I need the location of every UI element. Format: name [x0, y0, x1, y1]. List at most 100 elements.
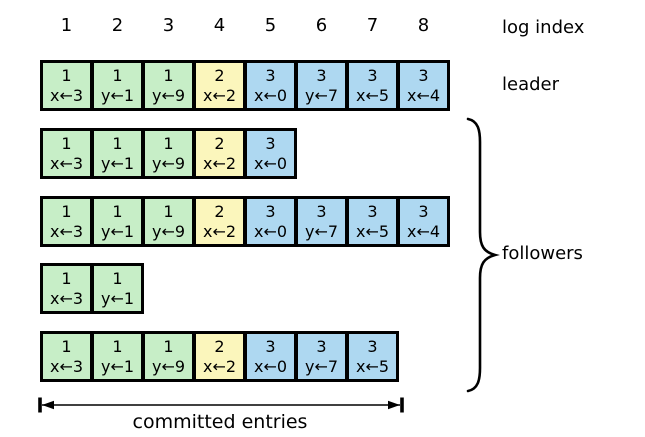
- entry-term: 1: [163, 65, 174, 85]
- entry-command: x←2: [202, 153, 237, 173]
- entry-term: 3: [316, 65, 327, 85]
- entry-term: 2: [214, 201, 225, 221]
- entry-command: y←1: [100, 85, 135, 105]
- entry-term: 2: [214, 336, 225, 356]
- entry-term: 1: [112, 336, 123, 356]
- entry-term: 3: [418, 201, 429, 221]
- committed-entries-arrow: [38, 397, 404, 413]
- entry-command: x←0: [253, 221, 288, 241]
- entry-term: 1: [112, 268, 123, 288]
- entry-command: x←2: [202, 85, 237, 105]
- entry-command: x←4: [406, 85, 441, 105]
- entry-command: x←3: [49, 85, 84, 105]
- entry-command: x←3: [49, 153, 84, 173]
- log-index-number: 8: [417, 15, 430, 36]
- committed-entries-label: committed entries: [132, 411, 308, 433]
- entry-term: 2: [214, 65, 225, 85]
- leader-label: leader: [502, 74, 560, 95]
- entry-term: 1: [61, 201, 72, 221]
- log-index-number: 4: [213, 15, 226, 36]
- entry-command: x←5: [355, 85, 390, 105]
- entry-term: 3: [367, 65, 378, 85]
- log-index-number: 3: [162, 15, 175, 36]
- entry-term: 3: [316, 336, 327, 356]
- entry-term: 3: [418, 65, 429, 85]
- entry-term: 3: [265, 336, 276, 356]
- entry-term: 3: [367, 201, 378, 221]
- entry-term: 3: [316, 201, 327, 221]
- entry-command: y←1: [100, 356, 135, 376]
- entry-command: y←9: [151, 153, 186, 173]
- entry-term: 3: [265, 133, 276, 153]
- entry-term: 1: [61, 133, 72, 153]
- entry-command: y←7: [304, 85, 339, 105]
- followers-label: followers: [502, 243, 583, 264]
- entry-command: x←2: [202, 221, 237, 241]
- entry-term: 1: [112, 65, 123, 85]
- entry-command: y←9: [151, 356, 186, 376]
- entry-command: y←7: [304, 221, 339, 241]
- entry-term: 1: [112, 133, 123, 153]
- entry-term: 3: [265, 201, 276, 221]
- entry-term: 1: [61, 336, 72, 356]
- entry-term: 1: [163, 133, 174, 153]
- entry-command: y←1: [100, 153, 135, 173]
- entry-command: y←1: [100, 288, 135, 308]
- entry-command: x←3: [49, 221, 84, 241]
- entry-term: 1: [163, 201, 174, 221]
- entry-command: y←7: [304, 356, 339, 376]
- entry-term: 3: [265, 65, 276, 85]
- entry-term: 1: [61, 268, 72, 288]
- entry-term: 2: [214, 133, 225, 153]
- entry-term: 1: [112, 201, 123, 221]
- log-index-number: 2: [111, 15, 124, 36]
- entry-command: x←2: [202, 356, 237, 376]
- entry-term: 1: [61, 65, 72, 85]
- followers-brace: [466, 117, 500, 393]
- entry-term: 1: [163, 336, 174, 356]
- entry-command: y←1: [100, 221, 135, 241]
- entry-command: x←5: [355, 221, 390, 241]
- entry-command: x←4: [406, 221, 441, 241]
- log-index-number: 6: [315, 15, 328, 36]
- entry-command: y←9: [151, 221, 186, 241]
- entry-command: x←3: [49, 288, 84, 308]
- entry-command: x←0: [253, 85, 288, 105]
- entry-command: x←0: [253, 153, 288, 173]
- entry-command: x←0: [253, 356, 288, 376]
